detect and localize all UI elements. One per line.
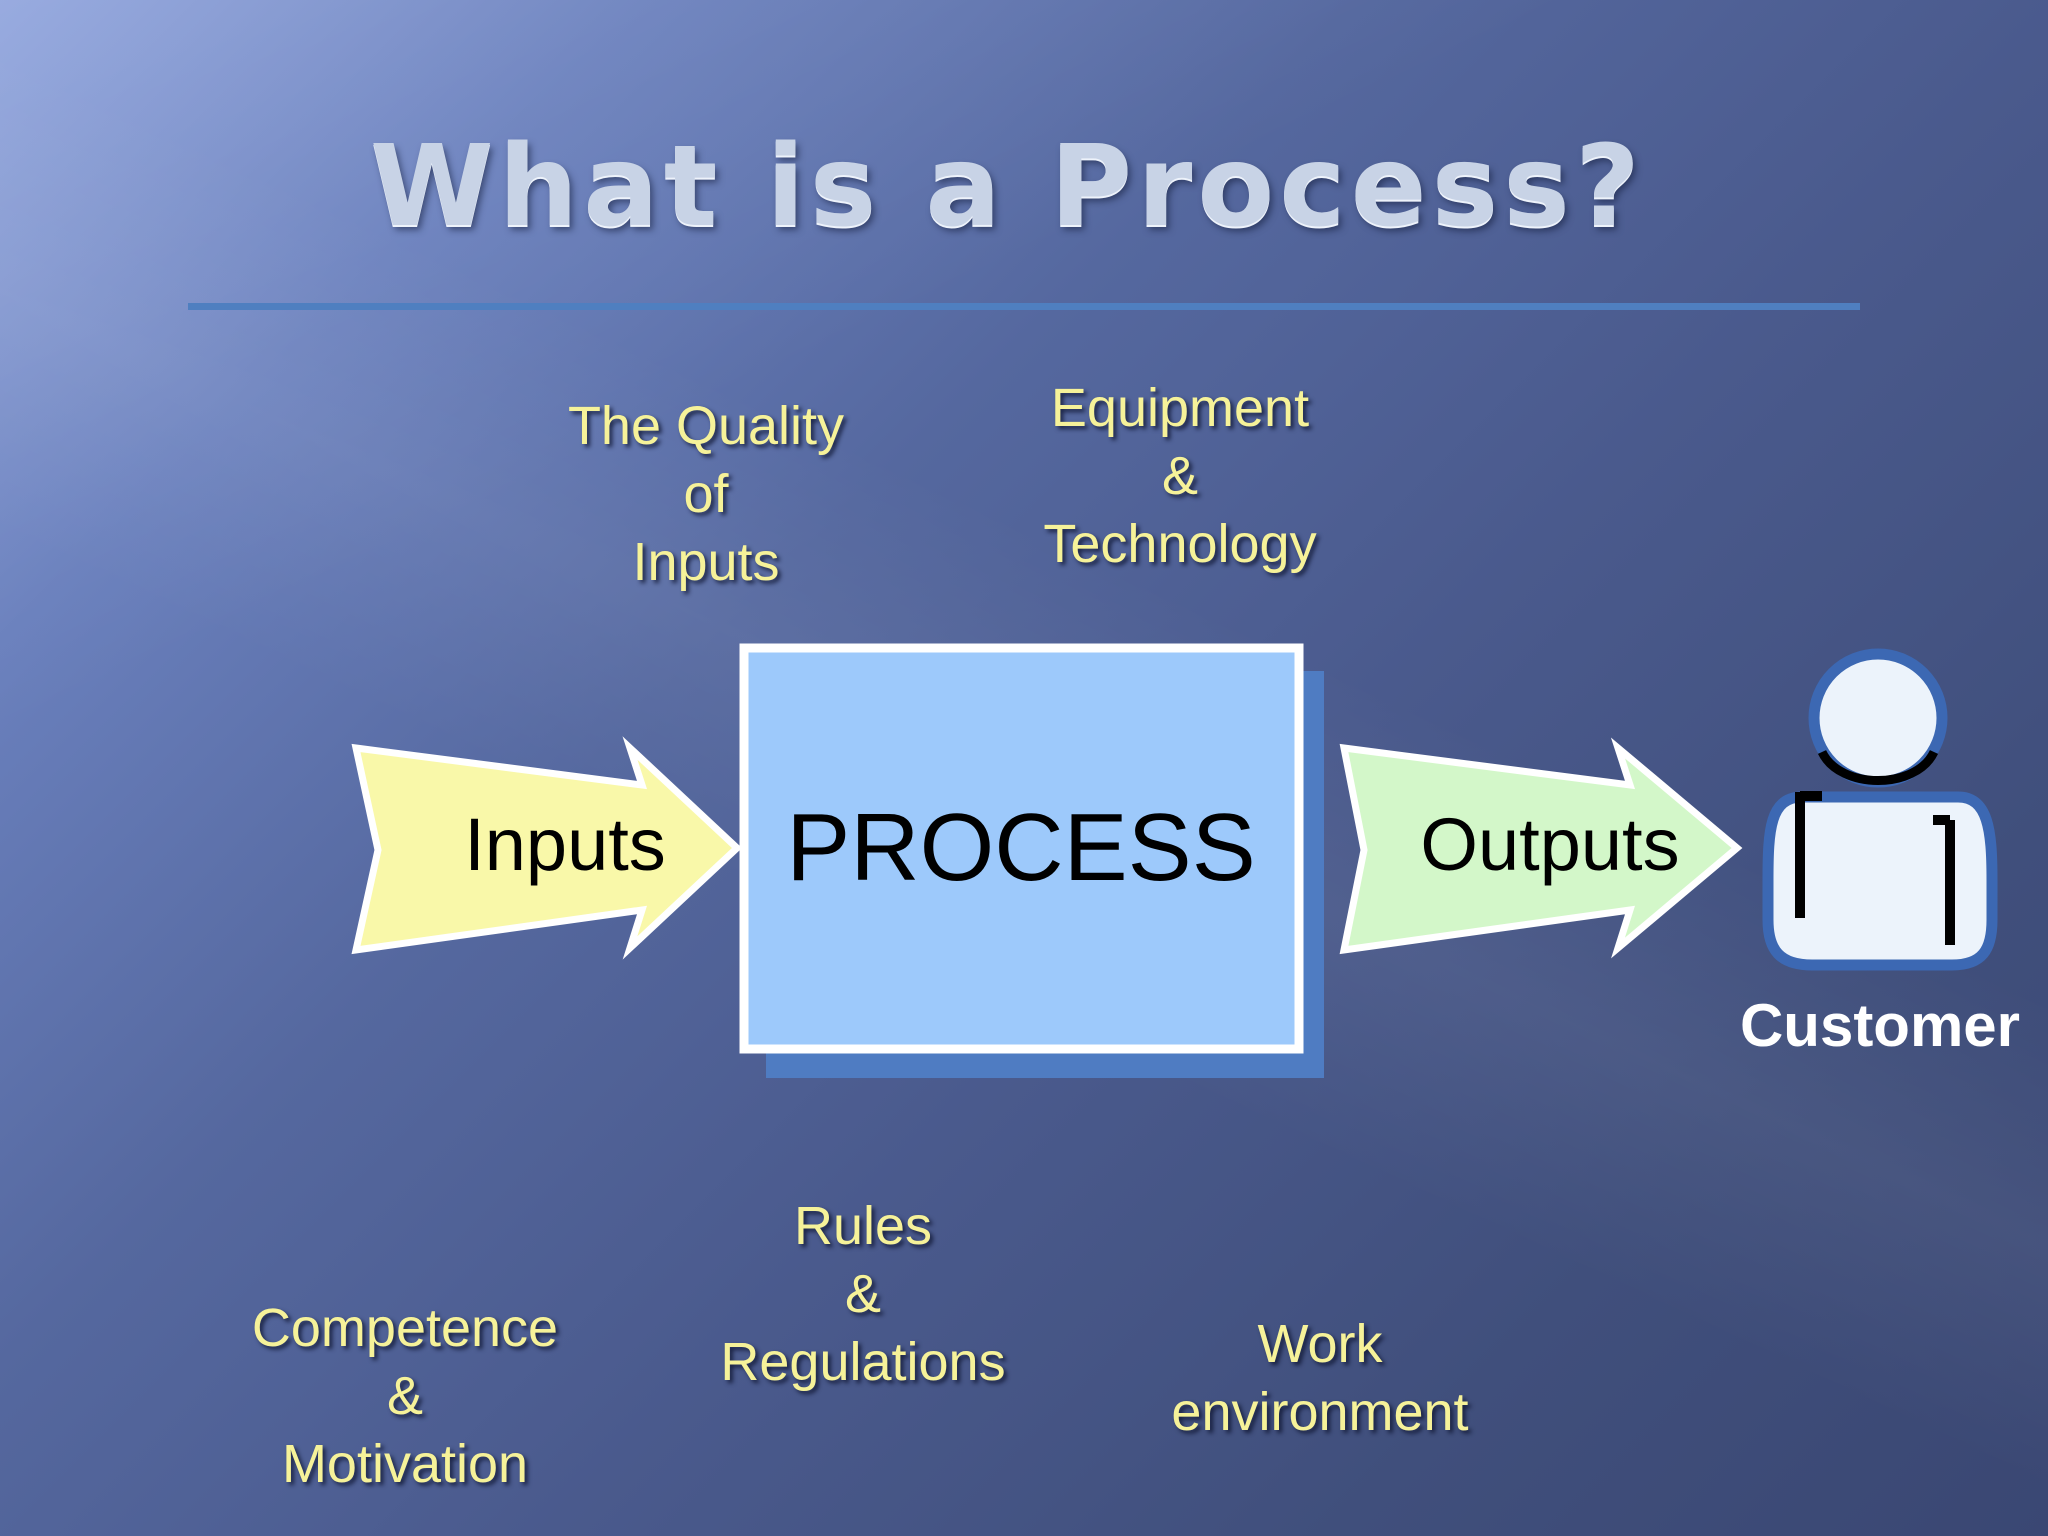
factor-line: Equipment xyxy=(1050,378,1310,438)
factor-line: & xyxy=(844,1264,882,1324)
factor-line: Competence xyxy=(251,1298,559,1358)
factor-line: of xyxy=(683,464,729,524)
factor-line: Work xyxy=(1257,1314,1383,1374)
customer-label: Customer xyxy=(1739,992,2021,1059)
slide-title: What is a Process? xyxy=(370,122,1645,252)
factor-line: Technology xyxy=(1043,514,1317,574)
factor-competence-motivation: Competence & Motivation xyxy=(235,1294,575,1498)
title-divider xyxy=(188,303,1860,310)
factor-line: Regulations xyxy=(720,1332,1006,1392)
factor-line: Inputs xyxy=(632,532,780,592)
inputs-arrow: Inputs xyxy=(351,736,743,960)
factor-line: & xyxy=(386,1366,424,1426)
outputs-label: Outputs xyxy=(1420,803,1679,886)
factor-line: Rules xyxy=(793,1196,933,1256)
factor-work-environment: Work environment xyxy=(1150,1310,1490,1446)
factor-line: & xyxy=(1161,446,1199,506)
outputs-arrow: Outputs xyxy=(1339,737,1743,959)
factor-rules-regulations: Rules & Regulations xyxy=(708,1192,1018,1396)
customer-person-icon xyxy=(1762,648,1998,971)
factor-line: Motivation xyxy=(281,1434,529,1494)
factor-line: environment xyxy=(1171,1382,1469,1442)
process-box: PROCESS xyxy=(739,643,1324,1078)
factor-line: The Quality xyxy=(567,396,845,456)
process-label: PROCESS xyxy=(786,794,1255,901)
factor-equipment-technology: Equipment & Technology xyxy=(1020,374,1340,578)
factor-quality-of-inputs: The Quality of Inputs xyxy=(556,392,856,596)
inputs-label: Inputs xyxy=(464,803,666,886)
